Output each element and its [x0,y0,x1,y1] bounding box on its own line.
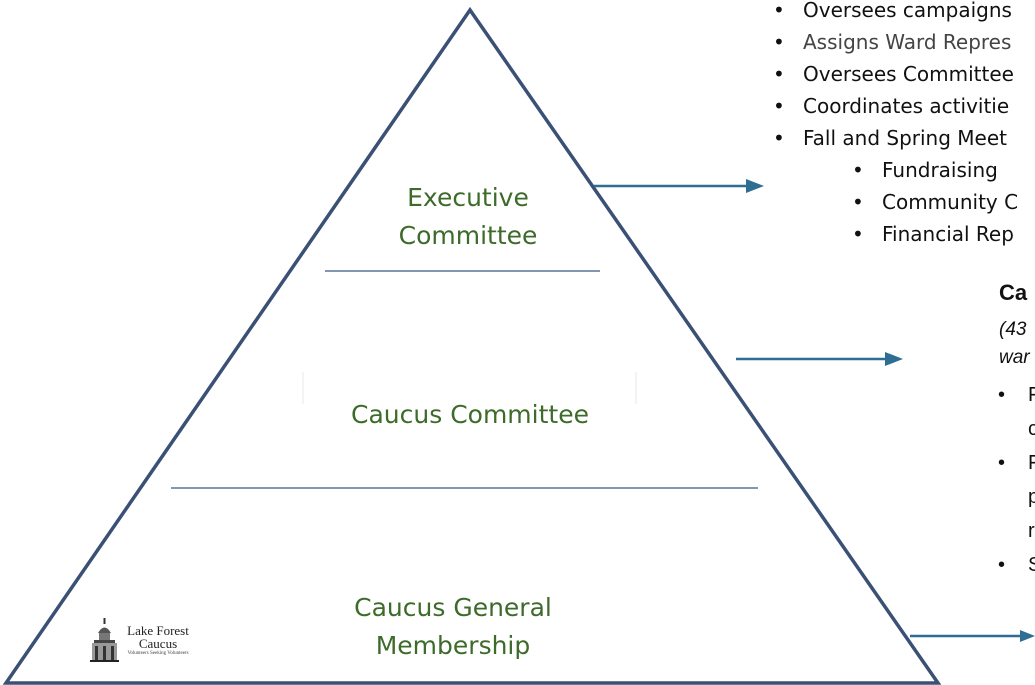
caucus-subtitle-line1: (43 [999,319,1027,340]
executive-bullet: Assigns Ward Repres [773,26,1014,58]
caucus-bullet-line: S [1028,554,1035,576]
arrow-general-membership [910,630,1035,642]
executive-sub-bullet: Fundraising [852,154,1018,186]
tier-label-general-line1: Caucus General [354,593,552,622]
building-icon [90,618,119,662]
lake-forest-caucus-logo: Lake Forest Caucus Volunteers Seeking Vo… [88,618,198,664]
tier-label-executive-line1: Executive [407,183,529,212]
tier-label-general-membership: Caucus General Membership [318,589,588,665]
executive-bullet-list: Oversees campaigns Assigns Ward Repres O… [773,0,1014,154]
caucus-bullet-list: F c F p r S [997,378,1035,582]
executive-sub-bullet: Financial Rep [852,218,1018,250]
executive-bullet: Oversees Committee [773,58,1014,90]
tier-label-executive-line2: Committee [398,221,538,250]
logo-name-line2: Caucus [138,636,178,651]
tier-label-caucus-committee-line1: Caucus Committee [351,400,589,429]
arrow-executive [594,179,764,193]
caucus-bullet-line: c [1028,418,1035,440]
logo-tagline: Volunteers Seeking Volunteers [127,651,189,656]
caucus-bullet-line: F [1028,384,1035,406]
tier-label-executive: Executive Committee [368,179,568,255]
executive-sub-bullet: Community C [852,186,1018,218]
logo-text: Lake Forest Caucus Volunteers Seeking Vo… [122,624,194,657]
caucus-bullet: F p r [997,446,1035,548]
logo-name-line1: Lake Forest [127,623,189,638]
pyramid-outline [2,6,942,685]
executive-bullet: Fall and Spring Meet [773,122,1014,154]
executive-bullet: Oversees campaigns [773,0,1014,26]
executive-sub-bullet-list: Fundraising Community C Financial Rep [852,154,1018,250]
caucus-bullet-line: r [1028,520,1035,542]
arrow-caucus-committee [736,352,903,366]
caucus-panel-heading: Ca [999,280,1028,305]
caucus-bullet-line: F [1028,452,1035,474]
caucus-bullet: S [997,548,1035,582]
caucus-panel-subtitle: (43 war [999,316,1030,372]
tier-label-caucus-committee: Caucus Committee [320,396,620,434]
caucus-bullet: F c [997,378,1035,446]
caucus-bullet-line: p [1028,486,1035,508]
executive-bullet: Coordinates activitie [773,90,1014,122]
tier-label-general-line2: Membership [375,631,531,660]
caucus-subtitle-line2: war [999,347,1030,368]
